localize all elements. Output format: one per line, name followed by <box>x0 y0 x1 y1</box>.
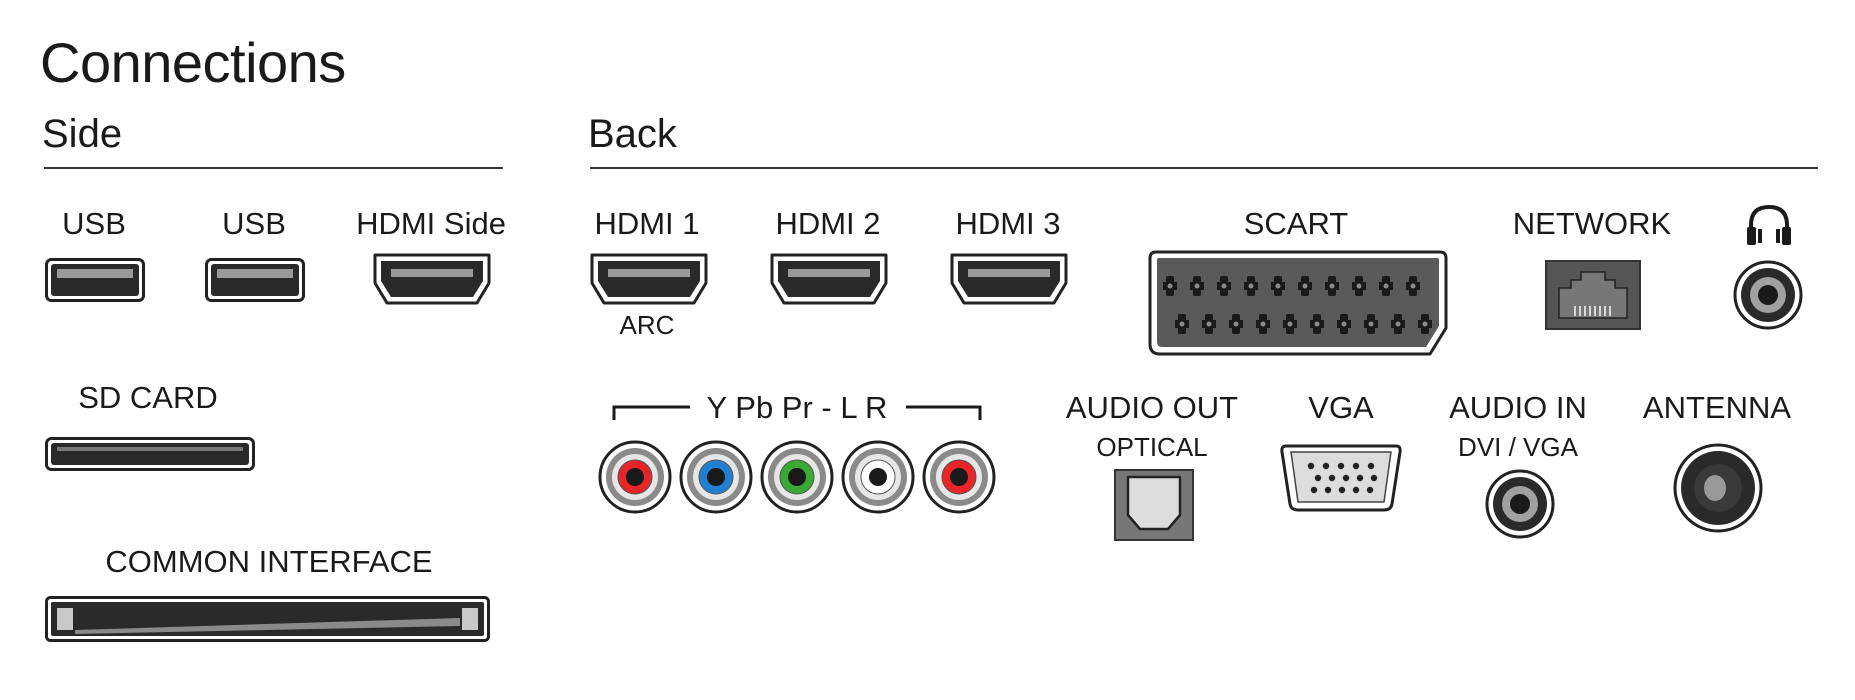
hdmi-2-label: HDMI 2 <box>775 206 881 241</box>
section-heading-back: Back <box>588 112 677 156</box>
hdmi-side-label: HDMI Side <box>356 206 506 241</box>
scart-pins <box>1163 276 1432 334</box>
section-heading-side: Side <box>42 112 123 156</box>
vga-label: VGA <box>1308 390 1374 425</box>
sd-card-slot-icon <box>45 437 255 471</box>
rca-jack-group <box>598 440 996 514</box>
audio-jack-icon <box>1485 469 1555 539</box>
audio-in-dvi-vga-label: DVI / VGA <box>1458 432 1578 462</box>
component-bracket <box>612 405 982 420</box>
hdmi-port-icon <box>590 253 708 305</box>
hdmi-1-arc-label: ARC <box>619 310 675 340</box>
antenna-label: ANTENNA <box>1642 390 1792 425</box>
hdmi-1-label: HDMI 1 <box>594 206 700 241</box>
hdmi-3-label: HDMI 3 <box>955 206 1061 241</box>
page-title: Connections <box>40 31 346 94</box>
usb-port-icon <box>45 258 145 302</box>
optical-port-icon <box>1114 469 1194 541</box>
component-label: Y Pb Pr - L R <box>706 390 888 425</box>
scart-port-icon <box>1148 250 1448 356</box>
hdmi-port-icon <box>770 253 888 305</box>
hdmi-port-icon <box>950 253 1068 305</box>
network-label: NETWORK <box>1512 206 1672 241</box>
usb-port-icon <box>205 258 305 302</box>
usb-2-label: USB <box>222 206 286 241</box>
audio-out-optical-label: OPTICAL <box>1096 432 1208 462</box>
hdmi-port-icon <box>373 253 491 305</box>
rca-y-jack <box>598 440 672 514</box>
sd-card-label: SD CARD <box>78 380 218 415</box>
antenna-port-icon <box>1673 443 1763 533</box>
audio-jack-icon <box>1733 260 1803 330</box>
common-interface-label: COMMON INTERFACE <box>105 544 433 579</box>
audio-out-label: AUDIO OUT <box>1065 390 1239 425</box>
back-divider <box>590 167 1818 169</box>
vga-port-icon <box>1280 444 1402 512</box>
rca-pr-jack <box>760 440 834 514</box>
scart-label: SCART <box>1243 206 1349 241</box>
rca-audio-l-jack <box>841 440 915 514</box>
audio-in-label: AUDIO IN <box>1449 390 1587 425</box>
common-interface-slot-icon <box>45 596 490 642</box>
rca-audio-r-jack <box>922 440 996 514</box>
usb-1-label: USB <box>62 206 126 241</box>
ethernet-port-icon <box>1545 260 1641 330</box>
side-divider <box>44 167 503 169</box>
rca-pb-jack <box>679 440 753 514</box>
headphone-icon <box>1747 204 1791 245</box>
